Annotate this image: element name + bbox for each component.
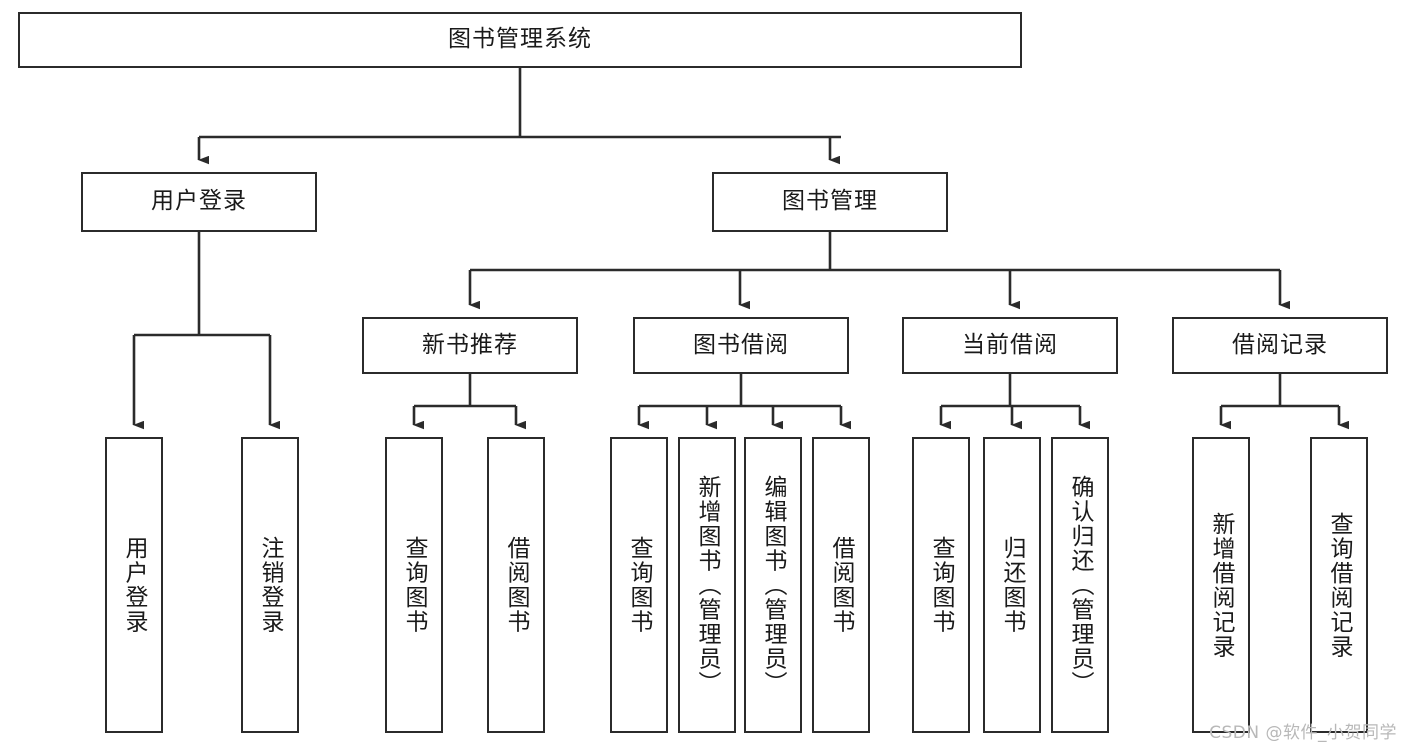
node-new-book-recommend-label: 新书推荐	[422, 331, 518, 358]
node-user-login-label: 用户登录	[151, 188, 247, 215]
leaf-add-borrow-record[interactable]: 新增借阅记录	[1192, 437, 1250, 733]
leaf-edit-book-admin-label: 编辑图书（管理员）	[760, 474, 787, 696]
leaf-borrow-book[interactable]: 借阅图书	[812, 437, 870, 733]
leaf-user-login-label: 用户登录	[121, 536, 148, 634]
leaf-edit-book-admin[interactable]: 编辑图书（管理员）	[744, 437, 802, 733]
leaf-user-login[interactable]: 用户登录	[105, 437, 163, 733]
node-root-label: 图书管理系统	[448, 26, 592, 53]
leaf-query-book-current[interactable]: 查询图书	[912, 437, 970, 733]
node-book-management-label: 图书管理	[782, 188, 878, 215]
leaf-return-book[interactable]: 归还图书	[983, 437, 1041, 733]
leaf-add-borrow-record-label: 新增借阅记录	[1208, 511, 1235, 659]
node-current-borrow[interactable]: 当前借阅	[902, 317, 1118, 374]
node-root[interactable]: 图书管理系统	[18, 12, 1022, 68]
node-new-book-recommend[interactable]: 新书推荐	[362, 317, 578, 374]
node-current-borrow-label: 当前借阅	[962, 331, 1058, 358]
leaf-add-book-admin-label: 新增图书（管理员）	[694, 474, 721, 696]
node-book-borrow[interactable]: 图书借阅	[633, 317, 849, 374]
node-borrow-record[interactable]: 借阅记录	[1172, 317, 1388, 374]
watermark: CSDN @软件_小贺同学	[1209, 723, 1397, 743]
leaf-add-book-admin[interactable]: 新增图书（管理员）	[678, 437, 736, 733]
leaf-query-book-current-label: 查询图书	[928, 536, 955, 634]
leaf-query-borrow-record[interactable]: 查询借阅记录	[1310, 437, 1368, 733]
leaf-query-borrow-record-label: 查询借阅记录	[1326, 511, 1353, 659]
leaf-query-book-recommend-label: 查询图书	[401, 536, 428, 634]
leaf-query-book-recommend[interactable]: 查询图书	[385, 437, 443, 733]
leaf-query-book-borrow[interactable]: 查询图书	[610, 437, 668, 733]
leaf-return-book-label: 归还图书	[999, 536, 1026, 634]
leaf-confirm-return-admin[interactable]: 确认归还（管理员）	[1051, 437, 1109, 733]
node-borrow-record-label: 借阅记录	[1232, 331, 1328, 358]
node-book-borrow-label: 图书借阅	[693, 331, 789, 358]
node-book-management[interactable]: 图书管理	[712, 172, 948, 232]
leaf-borrow-book-label: 借阅图书	[828, 536, 855, 634]
leaf-borrow-book-recommend-label: 借阅图书	[503, 536, 530, 634]
leaf-logout[interactable]: 注销登录	[241, 437, 299, 733]
leaf-query-book-borrow-label: 查询图书	[626, 536, 653, 634]
leaf-borrow-book-recommend[interactable]: 借阅图书	[487, 437, 545, 733]
leaf-logout-label: 注销登录	[257, 536, 284, 634]
node-user-login[interactable]: 用户登录	[81, 172, 317, 232]
leaf-confirm-return-admin-label: 确认归还（管理员）	[1067, 474, 1094, 696]
